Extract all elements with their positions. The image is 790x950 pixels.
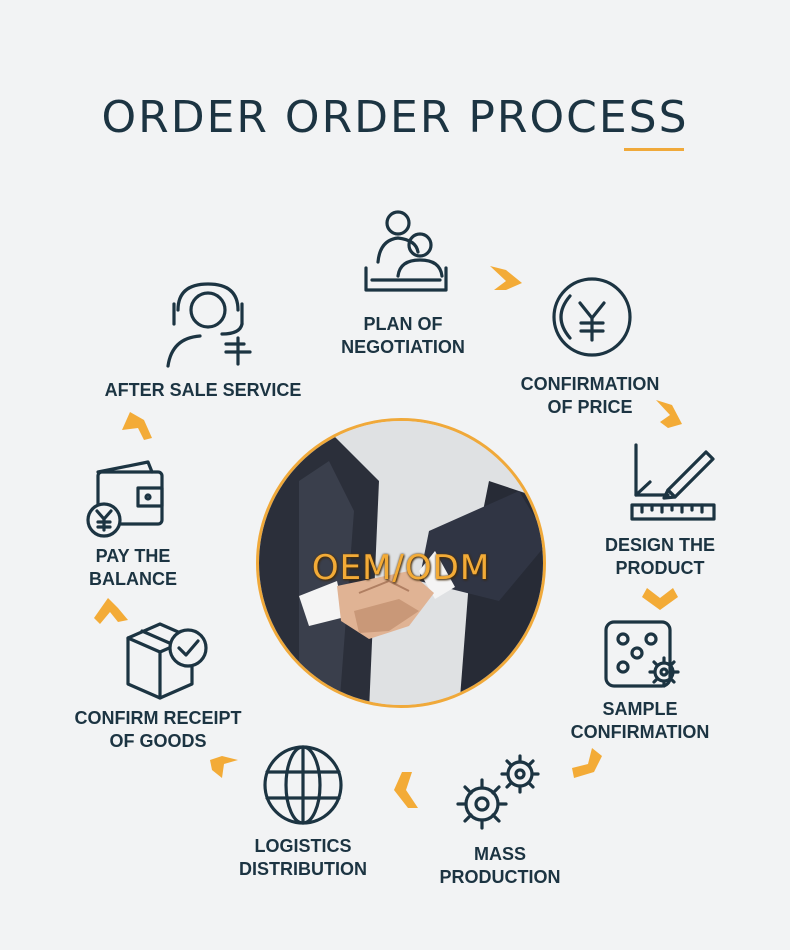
wallet-yen-icon bbox=[86, 460, 164, 538]
gears-icon bbox=[456, 754, 540, 830]
step-label-line: SAMPLE bbox=[602, 699, 678, 719]
step-label-line: PRODUCTION bbox=[439, 867, 561, 887]
headset-service-icon bbox=[166, 282, 252, 368]
title-underline bbox=[624, 148, 684, 151]
box-check-icon bbox=[126, 622, 208, 700]
step-label-line: PLAN OF bbox=[363, 314, 443, 334]
step-mass-production: MASS PRODUCTION bbox=[420, 843, 580, 889]
arrow-3 bbox=[642, 588, 678, 610]
arrow-7 bbox=[94, 598, 128, 624]
step-label-line: NEGOTIATION bbox=[341, 337, 465, 357]
yen-coin-icon bbox=[552, 277, 632, 357]
center-label: OEM/ODM bbox=[311, 548, 491, 588]
step-label-line: OF PRICE bbox=[547, 397, 633, 417]
step-label-line: BALANCE bbox=[89, 569, 177, 589]
step-confirm-receipt: CONFIRM RECEIPT OF GOODS bbox=[58, 707, 258, 753]
step-label-line: OF GOODS bbox=[109, 731, 207, 751]
step-label-line: AFTER SALE SERVICE bbox=[104, 380, 302, 400]
step-plan-of-negotiation: PLAN OF NEGOTIATION bbox=[318, 313, 488, 359]
handshake-image bbox=[256, 418, 546, 708]
step-label-line: DISTRIBUTION bbox=[239, 859, 367, 879]
step-label-line: PRODUCT bbox=[615, 558, 705, 578]
step-label-line: CONFIRM RECEIPT bbox=[74, 708, 242, 728]
step-label-line: MASS bbox=[473, 844, 526, 864]
people-icon bbox=[364, 210, 448, 292]
step-label-line: PAY THE bbox=[95, 546, 171, 566]
page-title: ORDER ORDER PROCESS bbox=[101, 92, 689, 143]
flow-arrows bbox=[94, 266, 682, 808]
step-label-line: DESIGN THE bbox=[604, 535, 715, 555]
step-sample-confirmation: SAMPLE CONFIRMATION bbox=[555, 698, 725, 744]
step-pay-the-balance: PAY THE BALANCE bbox=[68, 545, 198, 591]
step-label-line: LOGISTICS bbox=[254, 836, 352, 856]
step-label-line: CONFIRMATION bbox=[520, 374, 660, 394]
arrow-1 bbox=[490, 266, 522, 290]
arrow-5 bbox=[394, 772, 418, 808]
step-confirmation-of-price: CONFIRMATION OF PRICE bbox=[500, 373, 680, 419]
arrow-8 bbox=[122, 412, 152, 440]
step-design-the-product: DESIGN THE PRODUCT bbox=[585, 534, 735, 580]
globe-icon bbox=[263, 745, 343, 825]
arrow-6 bbox=[210, 756, 238, 778]
step-label-line: CONFIRMATION bbox=[570, 722, 710, 742]
sample-gear-icon bbox=[604, 620, 680, 688]
step-after-sale-service: AFTER SALE SERVICE bbox=[88, 379, 318, 402]
arrow-4 bbox=[572, 748, 602, 778]
arrow-2 bbox=[656, 400, 682, 428]
design-pencil-ruler-icon bbox=[630, 443, 716, 521]
step-logistics-distribution: LOGISTICS DISTRIBUTION bbox=[223, 835, 383, 881]
